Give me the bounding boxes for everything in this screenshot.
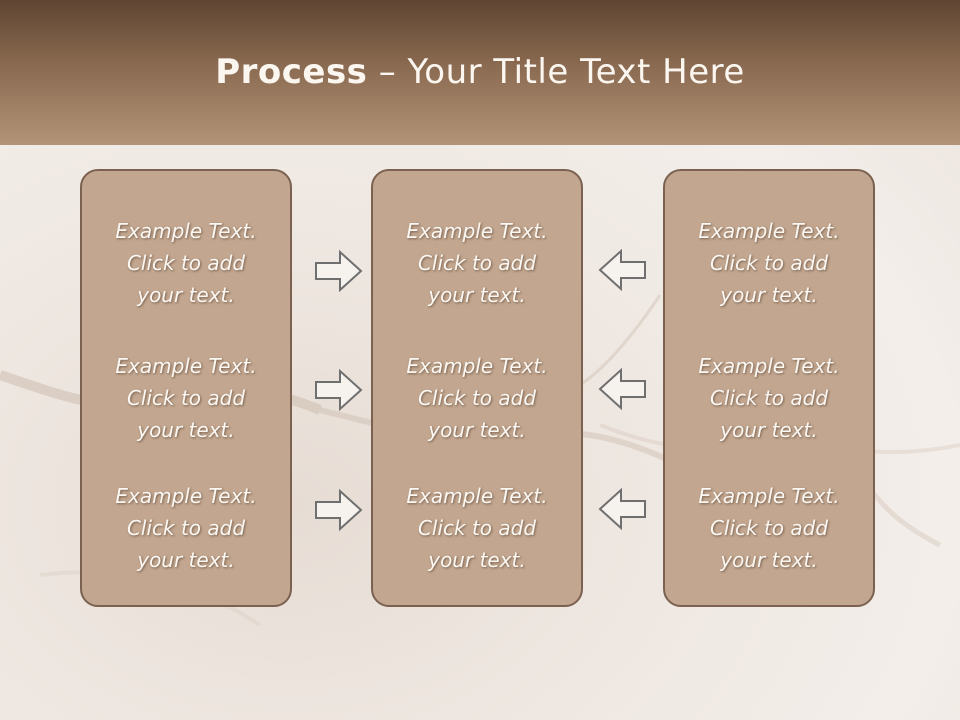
left-arrow-icon[interactable] (597, 248, 647, 292)
title-banner: Process – Your Title Text Here (0, 0, 960, 145)
left-arrow-icon[interactable] (597, 367, 647, 411)
right-arrow-icon[interactable] (314, 249, 364, 293)
left-arrow-icon[interactable] (597, 487, 647, 531)
title-bold-part: Process (215, 52, 368, 92)
right-arrow-icon[interactable] (314, 488, 364, 532)
right-arrow-icon[interactable] (314, 368, 364, 412)
slide-title[interactable]: Process – Your Title Text Here (0, 52, 960, 92)
title-rest-part: – Your Title Text Here (367, 52, 745, 92)
